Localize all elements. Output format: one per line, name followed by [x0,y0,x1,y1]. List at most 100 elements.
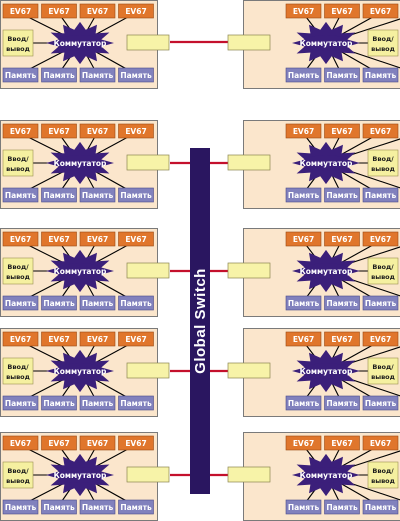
cpu-block [2,123,39,139]
io-block [367,461,399,489]
memory-block [41,499,77,515]
cpu-label: EV67 [48,127,69,136]
cpu-label: EV67 [331,7,352,16]
io-label-line1: Ввод/ [372,263,394,271]
memory-block [362,395,399,411]
memory-label: Память [82,71,114,80]
memory-block [2,295,39,311]
cpu-block [285,331,322,347]
switch-core [302,155,350,171]
cpu-block [362,123,399,139]
io-label-line2: вывод [371,477,395,485]
io-label-line2: вывод [371,273,395,281]
io-label-line1: Ввод/ [7,155,29,163]
cpu-label: EV67 [293,127,314,136]
io-label-line2: вывод [6,273,30,281]
switch-label: Коммутатор [54,267,107,276]
memory-label: Память [288,71,320,80]
memory-label: Память [326,399,358,408]
memory-block [285,187,322,203]
io-block [2,461,34,489]
io-block [367,149,399,177]
io-label-line2: вывод [6,477,30,485]
io-block [2,357,34,385]
switch-core [56,35,104,51]
memory-block [79,295,116,311]
port-block [227,362,271,379]
io-label-line2: вывод [6,45,30,53]
cpu-label: EV67 [87,439,108,448]
cpu-block [362,231,399,247]
switch-label: Коммутатор [300,367,353,376]
io-block [2,149,34,177]
memory-label: Память [43,399,75,408]
cpu-label: EV67 [87,7,108,16]
cpu-label: EV67 [331,235,352,244]
cpu-label: EV67 [125,439,146,448]
memory-label: Память [120,399,152,408]
memory-label: Память [365,399,397,408]
global-switch: Global Switch [190,148,210,494]
cpu-label: EV67 [10,335,31,344]
node-7: EV67EV67EV67EV67ПамятьПамятьПамятьПамять… [227,328,400,417]
memory-label: Память [288,299,320,308]
io-label-line2: вывод [371,373,395,381]
memory-block [362,187,399,203]
cpu-block [79,231,116,247]
cpu-label: EV67 [125,235,146,244]
port-block [126,154,170,171]
cpu-label: EV67 [48,439,69,448]
switch-core [302,363,350,379]
memory-block [285,295,322,311]
cpu-block [324,331,360,347]
io-label-line2: вывод [6,373,30,381]
cpu-block [324,231,360,247]
cpu-label: EV67 [370,439,391,448]
memory-label: Память [5,71,37,80]
memory-block [118,187,154,203]
io-label-line1: Ввод/ [372,155,394,163]
memory-label: Память [365,71,397,80]
io-label-line1: Ввод/ [372,363,394,371]
cpu-label: EV67 [293,7,314,16]
memory-label: Память [365,503,397,512]
memory-label: Память [43,299,75,308]
port-block [126,362,170,379]
switch-core [56,263,104,279]
memory-block [2,499,39,515]
switch-label: Коммутатор [300,471,353,480]
port-block [227,466,271,483]
memory-label: Память [5,503,37,512]
io-label-line2: вывод [371,45,395,53]
global-switch-label: Global Switch [192,268,209,374]
cpu-block [362,331,399,347]
switch-core [56,155,104,171]
switch-label: Коммутатор [54,471,107,480]
memory-block [324,295,360,311]
cpu-label: EV67 [293,235,314,244]
port-block [126,262,170,279]
memory-label: Память [326,503,358,512]
cpu-block [2,3,39,19]
cpu-label: EV67 [331,127,352,136]
node-1: EV67EV67EV67EV67ПамятьПамятьПамятьПамять… [227,0,400,89]
cpu-label: EV67 [293,335,314,344]
memory-block [41,67,77,83]
cpu-label: EV67 [125,335,146,344]
memory-block [324,67,360,83]
memory-block [2,67,39,83]
cpu-block [118,231,154,247]
cpu-block [41,331,77,347]
memory-block [285,499,322,515]
memory-block [41,295,77,311]
switch-core [302,35,350,51]
io-label-line1: Ввод/ [7,363,29,371]
cpu-label: EV67 [48,335,69,344]
cpu-label: EV67 [87,127,108,136]
memory-label: Память [5,191,37,200]
cpu-label: EV67 [10,127,31,136]
switch-label: Коммутатор [300,267,353,276]
memory-block [324,395,360,411]
